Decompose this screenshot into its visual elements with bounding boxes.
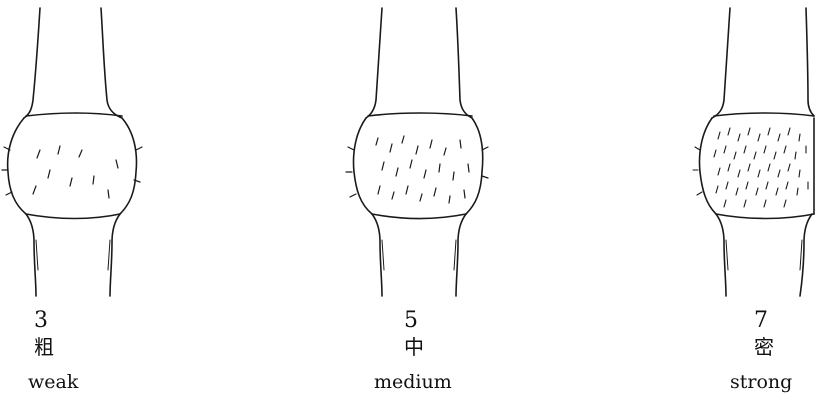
stem-node-strong (693, 8, 814, 296)
rating-chinese: 密 (700, 336, 816, 358)
rating-number: 3 (4, 310, 124, 332)
label-group-weak: 3 粗 weak (4, 310, 124, 392)
rating-english: medium (354, 372, 474, 392)
rating-english: strong (700, 372, 816, 392)
stem-node-weak (2, 8, 142, 296)
label-group-strong: 7 密 strong (700, 310, 816, 392)
rating-number: 7 (700, 310, 816, 332)
hairs-medium (346, 136, 488, 203)
hairs-strong (693, 128, 808, 207)
stem-node-medium (346, 8, 488, 296)
hairs-weak (2, 146, 142, 198)
label-group-medium: 5 中 medium (354, 310, 474, 392)
rating-english: weak (4, 372, 124, 392)
rating-chinese: 粗 (4, 336, 124, 358)
rating-number: 5 (354, 310, 474, 332)
rating-chinese: 中 (354, 336, 474, 358)
